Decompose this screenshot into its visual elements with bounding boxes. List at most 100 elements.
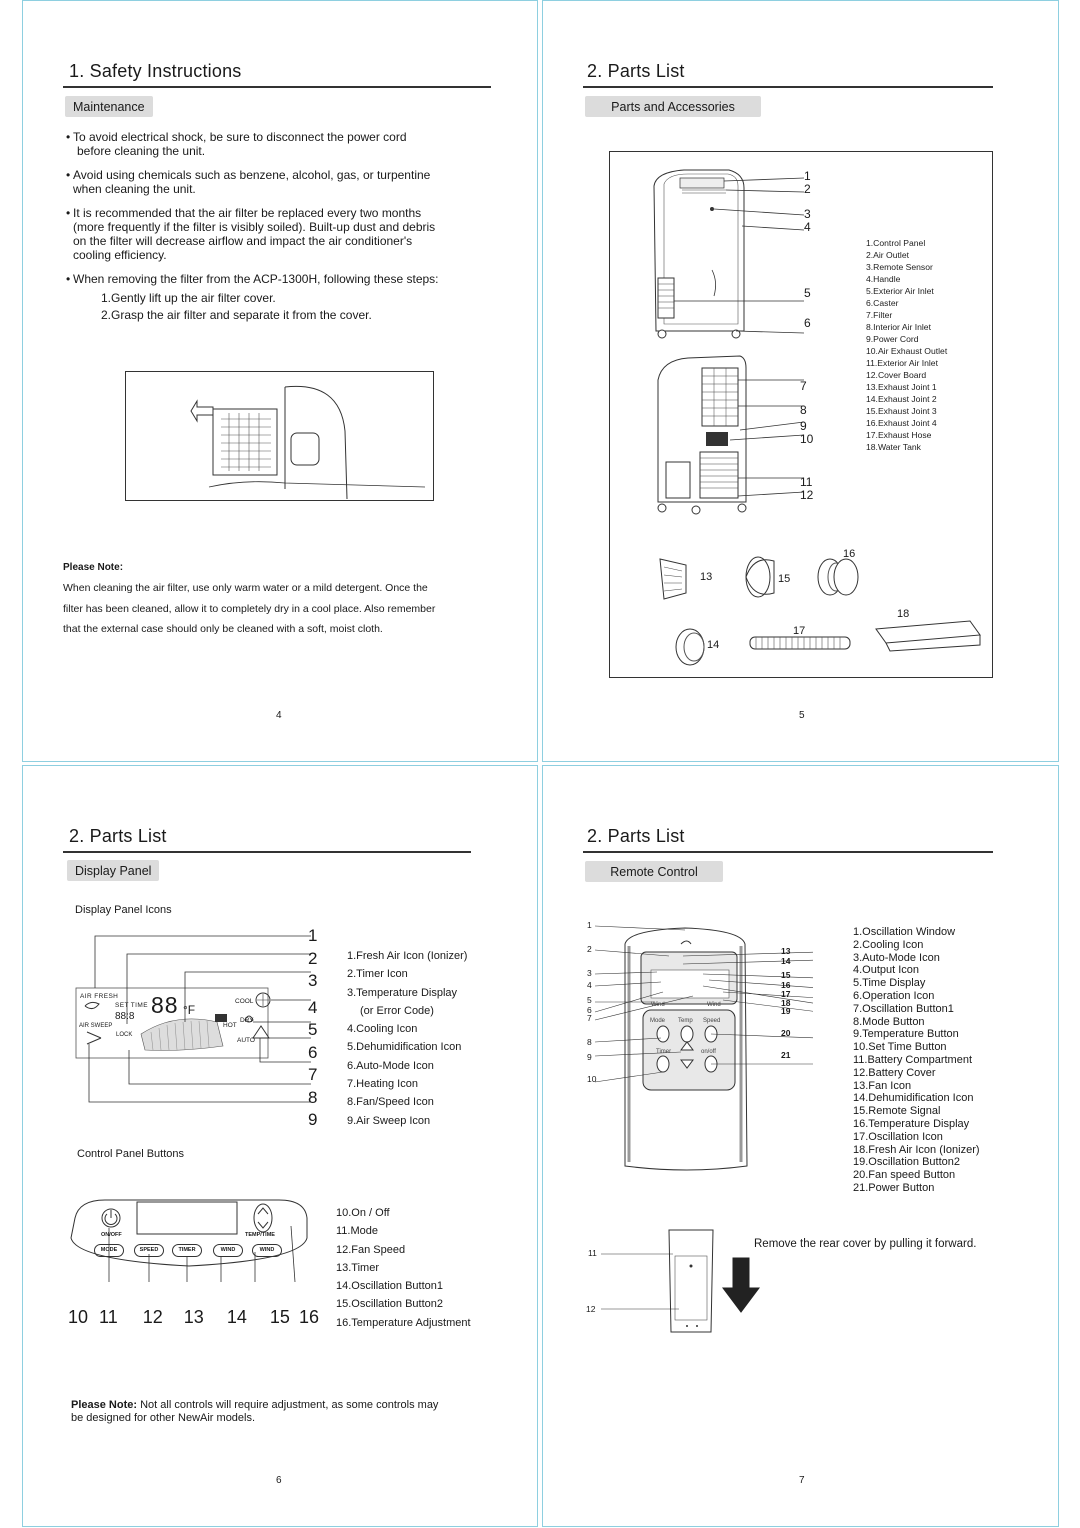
legend-item: 7.Heating Icon [347, 1078, 418, 1091]
legend-item: 6.Operation Icon [853, 989, 935, 1002]
title-rule [583, 851, 993, 853]
display-panel-diagram [75, 935, 311, 1103]
callout: 2 [587, 944, 592, 954]
callout: 7 [800, 379, 807, 393]
wind-button-1[interactable]: WIND [213, 1244, 243, 1257]
legend-item: (or Error Code) [360, 1004, 434, 1017]
legend-item: 17.Exhaust Hose [866, 430, 932, 440]
callout: 4 [587, 980, 592, 990]
page-5: 2. Parts List Parts and Accessories [542, 0, 1059, 762]
step-line: 2.Grasp the air filter and separate it f… [101, 308, 372, 322]
legend-item: 5.Exterior Air Inlet [866, 286, 934, 296]
remote-front-diagram [594, 925, 813, 1171]
legend-item: 8.Fan/Speed Icon [347, 1096, 434, 1109]
button-callouts: 10 11 12 13 14 15 16 [68, 1307, 319, 1328]
set-time-label: SET TIME [115, 1002, 148, 1009]
callout: 16 [298, 1307, 319, 1327]
legend-item: 11.Battery Compartment [853, 1053, 973, 1066]
callout: 3 [587, 968, 592, 978]
legend-item: 8.Mode Button [853, 1015, 925, 1028]
filter-removal-illustration [125, 371, 434, 501]
legend-item: 10.Set Time Button [853, 1041, 947, 1054]
callout: 8 [587, 1037, 592, 1047]
callout: 16 [843, 548, 856, 560]
callout: 15 [778, 573, 791, 585]
callout: 6 [804, 316, 811, 330]
note-heading: Please Note: [63, 562, 124, 573]
wind-button-2[interactable]: WIND [252, 1244, 282, 1257]
callout: 9 [587, 1052, 592, 1062]
cool-label: COOL [235, 998, 254, 1005]
legend-item: 14.Oscillation Button1 [336, 1280, 444, 1293]
legend-item: 4.Handle [866, 274, 901, 284]
timer-button[interactable]: TIMER [172, 1244, 202, 1257]
legend-item: 9.Air Sweep Icon [347, 1114, 431, 1127]
callout: 4 [804, 220, 811, 234]
note-line: filter has been cleaned, allow it to com… [63, 602, 436, 615]
speed-button[interactable]: Speed [703, 1018, 721, 1024]
buttons-legend: 10.On / Off 11.Mode 12.Fan Speed 13.Time… [336, 1204, 471, 1332]
legend-item: 16.Temperature Display [853, 1117, 970, 1130]
callout: 2 [804, 182, 811, 196]
callout: 5 [308, 1020, 318, 1039]
callout: 13 [183, 1307, 204, 1327]
legend-item: 5.Time Display [853, 977, 926, 990]
legend-item: 15.Remote Signal [853, 1105, 941, 1118]
display-icons-legend: 1.Fresh Air Icon (Ionizer) 2.Timer Icon … [347, 947, 467, 1130]
auto-label: AUTO [237, 1037, 255, 1044]
legend-item: 15.Exhaust Joint 3 [866, 406, 937, 416]
mode-button[interactable]: Mode [650, 1018, 666, 1024]
callout: 3 [804, 207, 811, 221]
rear-cover-instruction: Remove the rear cover by pulling it forw… [754, 1238, 977, 1250]
legend-item: 10.Air Exhaust Outlet [866, 346, 948, 356]
parts-figure: 1 2 3 4 5 6 7 8 9 10 11 12 1.Control Pan… [609, 151, 993, 678]
page-title: 2. Parts List [69, 826, 167, 846]
onoff-button[interactable]: on/off [701, 1049, 716, 1055]
mode-button[interactable]: MODE [94, 1244, 124, 1257]
callout: 18 [897, 608, 910, 620]
note-line: When cleaning the air filter, use only w… [63, 582, 428, 594]
accessories-illustration [659, 556, 981, 666]
lock-label: LOCK [116, 1032, 133, 1038]
callout: 19 [781, 1006, 791, 1016]
callout: 17 [781, 989, 791, 999]
callout: 5 [804, 286, 811, 300]
legend-item: 2.Air Outlet [866, 250, 909, 260]
callout: 15 [269, 1307, 290, 1327]
title-rule [63, 86, 491, 88]
temp-button[interactable]: Temp [678, 1018, 693, 1024]
bullet-line: (more frequently if the filter is visibl… [73, 220, 436, 234]
temp-time-button-label: TEMP/TIME [245, 1232, 275, 1238]
callout: 4 [308, 997, 318, 1017]
note-line: that the external case should only be cl… [63, 623, 383, 635]
legend-item: 11.Exterior Air Inlet [866, 358, 938, 368]
callout: 1 [587, 920, 592, 930]
legend-item: 14.Exhaust Joint 2 [866, 394, 937, 404]
control-panel-diagram [70, 1199, 308, 1283]
callout: 17 [793, 625, 806, 637]
page-number: 5 [799, 710, 805, 721]
legend-item: 19.Oscillation Button2 [853, 1156, 961, 1169]
callout: 15 [781, 970, 791, 980]
legend-item: 1.Fresh Air Icon (Ionizer) [347, 950, 468, 962]
callout: 2 [308, 948, 318, 968]
speed-button[interactable]: SPEED [134, 1244, 164, 1257]
legend-item: 10.On / Off [336, 1207, 390, 1219]
wind-label-left: Wind [651, 1002, 665, 1008]
legend-item: 3.Temperature Display [347, 986, 458, 999]
callout: 7 [587, 1013, 592, 1023]
legend-item: 7.Oscillation Button1 [853, 1002, 954, 1015]
legend-item: 3.Auto-Mode Icon [853, 951, 940, 964]
callout: 14 [707, 639, 720, 651]
bullet-line: When removing the filter from the ACP-13… [66, 272, 513, 286]
unit-front-illustration [653, 169, 805, 339]
display-callouts: 1 2 3 4 5 6 7 8 9 [308, 925, 317, 1132]
callout: 10 [800, 432, 814, 446]
callout: 11 [588, 1248, 597, 1258]
onoff-button-label: ON/OFF [101, 1232, 122, 1238]
legend-item: 3.Remote Sensor [866, 262, 933, 272]
legend-item: 4.Cooling Icon [347, 1023, 418, 1036]
legend-item: 12.Battery Cover [853, 1066, 936, 1079]
callout: 8 [308, 1087, 318, 1107]
timer-button[interactable]: Timer [656, 1049, 672, 1055]
